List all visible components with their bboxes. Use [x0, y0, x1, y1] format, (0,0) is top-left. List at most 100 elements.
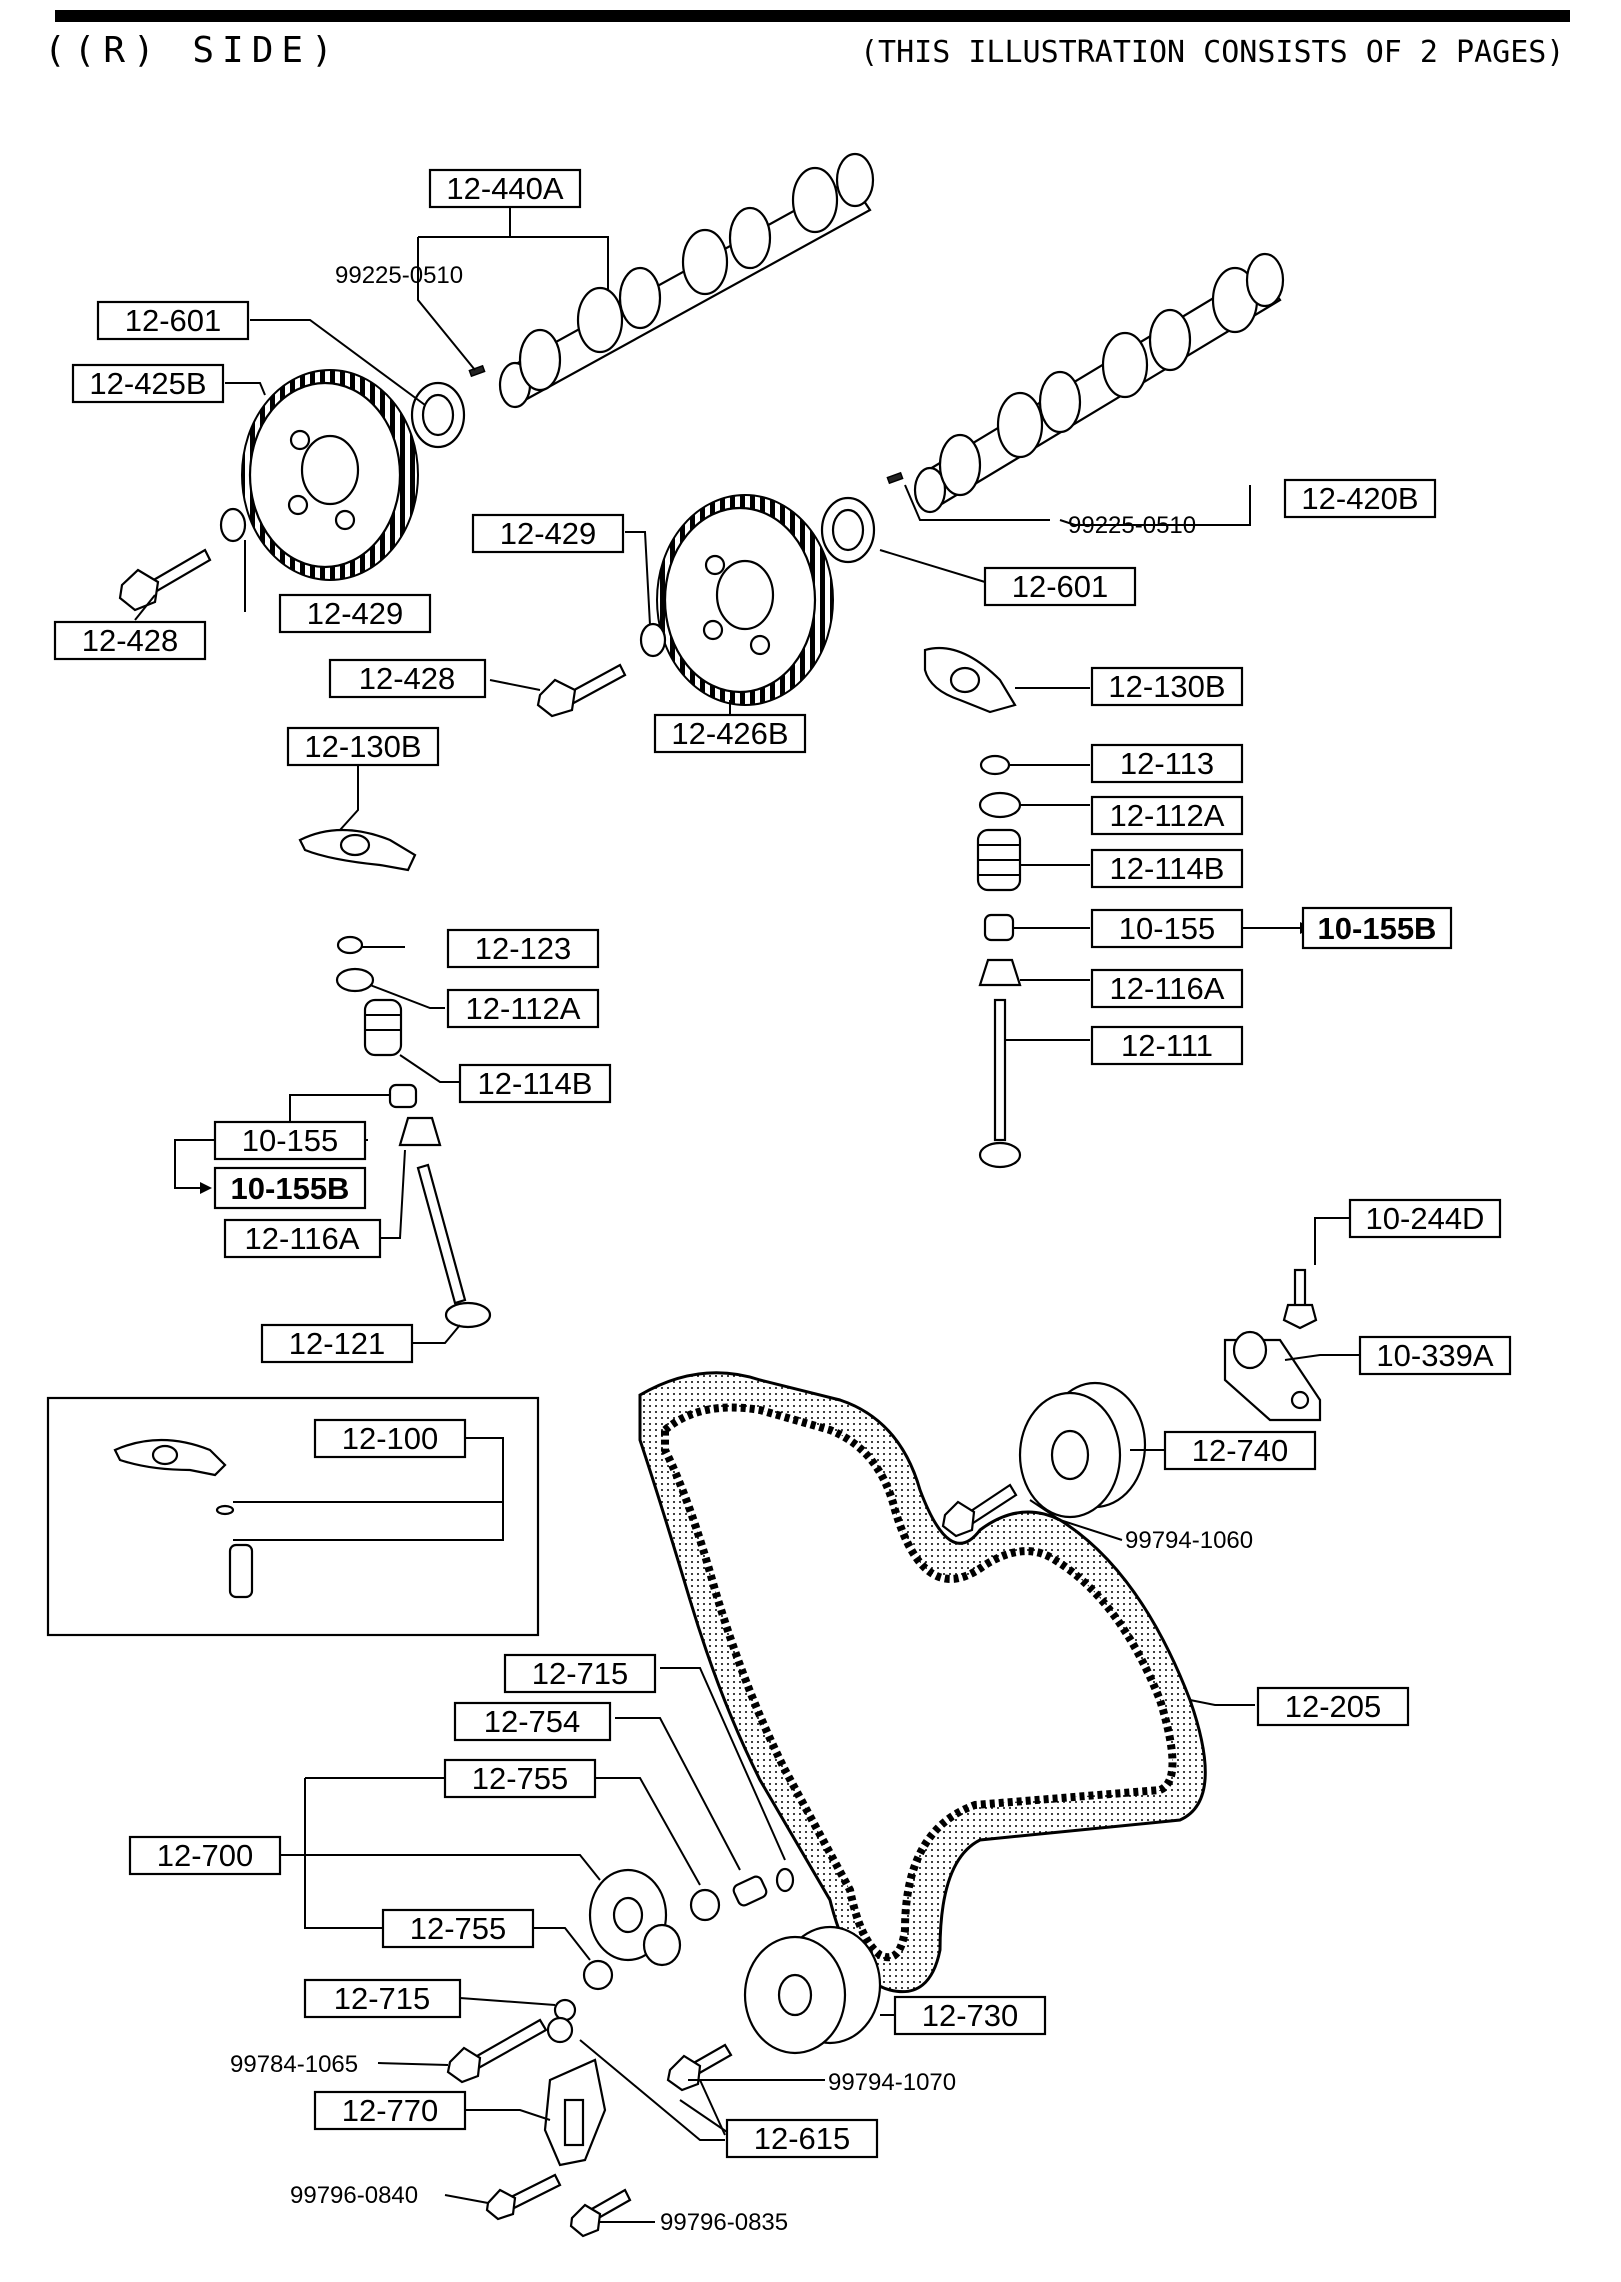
callout-text: 12-770: [342, 2093, 439, 2128]
callout-99225-0510-upper: 99225-0510: [335, 262, 463, 289]
callout-12-123: 12-123: [446, 928, 600, 969]
callout-text: 12-429: [307, 596, 404, 631]
callout-12-754: 12-754: [453, 1701, 612, 1742]
callout-text: 12-428: [82, 623, 179, 658]
callout-text: 12-740: [1192, 1433, 1289, 1468]
callout-text: 10-155: [242, 1123, 339, 1158]
callout-99784-1065: 99784-1065: [230, 2051, 358, 2078]
callout-99794-1070: 99794-1070: [828, 2069, 956, 2096]
callout-99796-0835: 99796-0835: [660, 2209, 788, 2236]
camshaft-12-420B: [886, 252, 1285, 514]
sprocket-12-425B: [241, 369, 419, 581]
callout-12-740: 12-740: [1163, 1430, 1317, 1471]
callout-12-615: 12-615: [725, 2118, 879, 2159]
side-label: ((R) SIDE): [44, 30, 341, 71]
callout-10-155B-left: 10-155B: [213, 1166, 367, 1210]
callout-text: 12-730: [922, 1998, 1019, 2033]
callout-12-116A-left: 12-116A: [223, 1218, 382, 1259]
callout-12-100: 12-100: [313, 1418, 467, 1459]
callout-12-770: 12-770: [313, 2090, 467, 2131]
callout-99794-1060: 99794-1060: [1125, 1527, 1253, 1554]
callout-12-113: 12-113: [1090, 743, 1244, 784]
callout-12-601-upper: 12-601: [96, 300, 250, 341]
bolt-99794-1060: [941, 1483, 1018, 1538]
timing-belt-12-205: [638, 1371, 1207, 1994]
callout-text: 12-130B: [1108, 669, 1225, 704]
callout-text: 10-155: [1119, 911, 1216, 946]
callout-12-700: 12-700: [128, 1835, 282, 1876]
callout-text: 12-112A: [466, 991, 581, 1026]
valve-stack-left: [335, 935, 492, 1329]
callout-text: 12-700: [157, 1838, 254, 1873]
callout-12-715-lower: 12-715: [303, 1978, 462, 2019]
oil-seal-12-601-left-bore: [421, 393, 455, 437]
callout-text: 12-123: [475, 931, 572, 966]
camshaft-12-440A: [468, 152, 875, 409]
callout-text: 12-116A: [1110, 971, 1225, 1006]
callout-12-730: 12-730: [893, 1995, 1047, 2036]
callout-10-339A: 10-339A: [1358, 1335, 1512, 1376]
bolt-99794-1070: [666, 2043, 733, 2092]
callout-99225-0510-lower: 99225-0510: [1068, 512, 1196, 539]
callout-text: 10-155B: [231, 1171, 350, 1206]
callout-12-205: 12-205: [1256, 1686, 1410, 1727]
callout-10-244D: 10-244D: [1348, 1198, 1502, 1239]
callout-99796-0840: 99796-0840: [290, 2182, 418, 2209]
callout-12-116A-right: 12-116A: [1090, 968, 1244, 1009]
callout-text: 12-715: [532, 1656, 629, 1691]
callout-text: 12-111: [1121, 1028, 1213, 1063]
callout-10-155-left: 10-155: [213, 1120, 367, 1161]
callout-12-425B: 12-425B: [71, 363, 225, 404]
callout-12-111: 12-111: [1090, 1025, 1244, 1066]
callout-12-440A: 12-440A: [428, 168, 582, 209]
header-rule: [55, 10, 1570, 22]
callout-12-130B-right: 12-130B: [1090, 666, 1244, 707]
auto-tensioner-12-770: [543, 2058, 607, 2167]
callout-text: 12-715: [334, 1981, 431, 2016]
washer-12-715-upper: [775, 1867, 795, 1893]
callout-12-601-lower: 12-601: [983, 566, 1137, 607]
bolt-99796-0835: [569, 2188, 632, 2238]
callout-text: 12-114B: [1110, 851, 1225, 886]
bolt-12-428-right: [536, 663, 627, 718]
callout-12-755-upper: 12-755: [443, 1758, 597, 1799]
bolt-99784-1065: [446, 2018, 548, 2084]
rocker-arm-12-130B-left: [298, 828, 417, 872]
callout-12-428-left: 12-428: [53, 620, 207, 661]
callout-12-429-left: 12-429: [278, 593, 432, 634]
callout-12-112A-right: 12-112A: [1090, 795, 1244, 836]
callout-text: 12-121: [289, 1326, 386, 1361]
callout-text: 12-429: [500, 516, 597, 551]
callout-12-114B-right: 12-114B: [1090, 848, 1244, 889]
callout-12-114B-left: 12-114B: [458, 1063, 612, 1104]
bolt-10-244D: [1282, 1268, 1318, 1330]
callout-text: 12-755: [410, 1911, 507, 1946]
callout-text: 10-339A: [1376, 1338, 1494, 1373]
callout-text: 10-244D: [1366, 1201, 1485, 1236]
illustration-note: (THIS ILLUSTRATION CONSISTS OF 2 PAGES): [860, 35, 1564, 70]
callout-text: 10-155B: [1318, 911, 1437, 946]
callout-text: 12-114B: [478, 1066, 593, 1101]
callout-12-715-upper: 12-715: [503, 1653, 657, 1694]
callout-12-755-lower: 12-755: [381, 1908, 535, 1949]
washer-12-429-left: [219, 507, 247, 543]
callout-text: 12-440A: [446, 171, 564, 206]
callout-12-428-right: 12-428: [328, 658, 487, 699]
callout-text: 12-113: [1120, 746, 1214, 781]
sprocket-12-426B: [656, 494, 834, 706]
callout-text: 12-601: [125, 303, 222, 338]
hla-assembly-12-100: [113, 1438, 254, 1599]
rocker-arm-12-130B-right: [923, 646, 1017, 714]
callout-12-121: 12-121: [260, 1323, 414, 1364]
callout-text: 12-205: [1285, 1689, 1382, 1724]
leader-lines: [134, 207, 1360, 2223]
callout-text: 12-130B: [304, 729, 421, 764]
bracket-10-339A: [1223, 1330, 1322, 1422]
callout-12-429-right: 12-429: [471, 513, 625, 554]
callout-12-426B: 12-426B: [653, 713, 807, 754]
callout-text: 12-601: [1012, 569, 1109, 604]
callout-12-420B: 12-420B: [1283, 478, 1437, 519]
rod-12-615: [546, 2016, 574, 2044]
callout-10-155B-right: 10-155B: [1301, 906, 1453, 950]
